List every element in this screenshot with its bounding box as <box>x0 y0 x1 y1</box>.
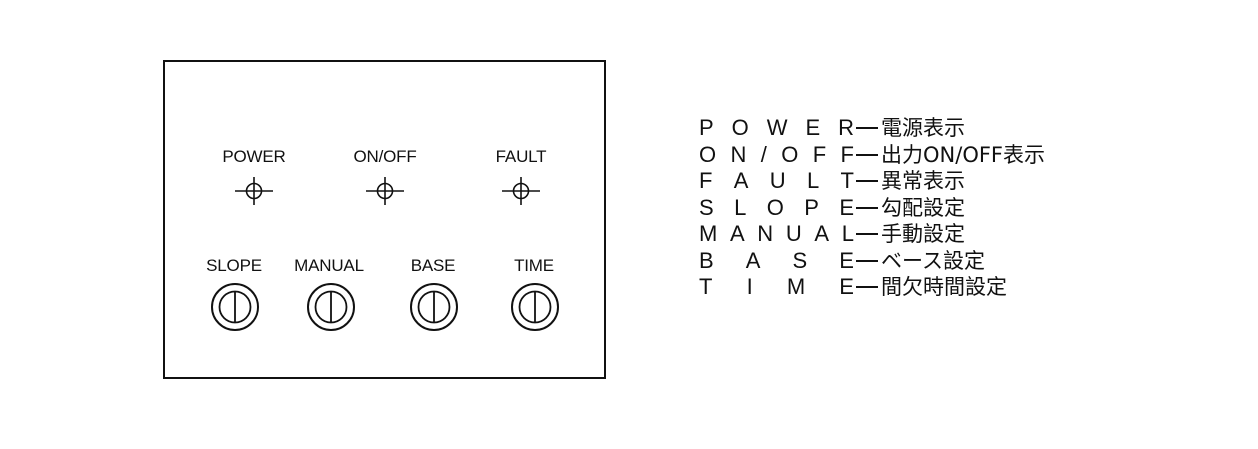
control-panel: POWER ON/OFF FAULT SLOPE MANUAL BASE TIM… <box>163 60 606 379</box>
legend-desc: ベース設定 <box>881 248 985 273</box>
legend-dash <box>856 259 878 262</box>
legend-key-char: W <box>766 115 788 140</box>
legend-key-char: R <box>838 115 854 140</box>
legend-key-char: L <box>841 221 854 246</box>
legend-dash <box>856 233 878 236</box>
legend-key-char: L <box>806 168 820 193</box>
onoff-indicator-icon <box>366 177 404 205</box>
legend-desc: 異常表示 <box>881 169 965 193</box>
time-knob-icon[interactable] <box>510 282 560 332</box>
legend-key-char: T <box>699 274 713 299</box>
legend-dash <box>856 286 878 289</box>
legend-row-base: B A S E ベース設定 <box>699 248 1045 275</box>
slope-knob-icon[interactable] <box>210 282 260 332</box>
legend-key-char: P <box>804 194 819 220</box>
legend-key-char: E <box>839 194 854 220</box>
legend-key-char: T <box>840 168 854 193</box>
legend-key-char: P <box>699 115 714 140</box>
legend-row-time: T I M E 間欠時間設定 <box>699 274 1045 301</box>
power-indicator-icon <box>235 177 273 205</box>
legend-key-char: S <box>699 194 714 220</box>
legend-dash <box>856 180 878 183</box>
legend-key-char: L <box>734 194 747 220</box>
knob-label-base: BASE <box>410 256 456 275</box>
indicator-label-fault: FAULT <box>495 147 547 166</box>
legend-key-char: A <box>729 221 745 246</box>
legend-key-char: F <box>840 141 854 167</box>
knob-label-slope: SLOPE <box>206 256 262 275</box>
knob-label-time: TIME <box>514 256 554 275</box>
legend-key-char: O <box>766 194 784 220</box>
legend-key-char: M <box>786 274 806 299</box>
legend-key-char: O <box>781 141 799 167</box>
legend-key-char: B <box>699 247 714 273</box>
legend-dash <box>856 206 878 209</box>
legend-key-char: O <box>731 115 749 140</box>
legend-desc: 間欠時間設定 <box>881 275 1007 299</box>
legend-desc: 電源表示 <box>881 116 965 140</box>
legend-key-char: A <box>745 247 761 273</box>
legend-key-char: F <box>699 168 713 193</box>
legend-key-char: / <box>760 141 767 167</box>
legend-key-char: U <box>785 221 802 246</box>
legend-key-char: M <box>699 221 718 246</box>
legend-key-char: I <box>746 274 753 299</box>
knob-label-manual: MANUAL <box>294 256 364 275</box>
legend-key-char: A <box>814 221 830 246</box>
legend-key-char: F <box>812 141 827 167</box>
legend-dash <box>856 127 878 130</box>
legend-key-char: E <box>839 247 854 273</box>
legend-key-char: N <box>757 221 774 246</box>
legend-key-char: S <box>792 247 808 273</box>
legend-key-char: E <box>839 274 854 299</box>
legend-key-char: E <box>805 115 821 140</box>
manual-knob-icon[interactable] <box>306 282 356 332</box>
indicator-label-power: POWER <box>222 147 286 166</box>
legend-desc: 出力ON/OFF表示 <box>881 142 1046 167</box>
legend-desc: 勾配設定 <box>881 195 965 220</box>
fault-indicator-icon <box>502 177 540 205</box>
legend-key-char: O <box>699 141 717 167</box>
legend-key-char: N <box>730 141 747 167</box>
indicator-label-onoff: ON/OFF <box>353 147 417 166</box>
legend-desc: 手動設定 <box>881 222 965 246</box>
base-knob-icon[interactable] <box>409 282 459 332</box>
legend-key-char: U <box>769 168 786 193</box>
legend-dash <box>856 153 878 156</box>
legend-key-char: A <box>733 168 749 193</box>
